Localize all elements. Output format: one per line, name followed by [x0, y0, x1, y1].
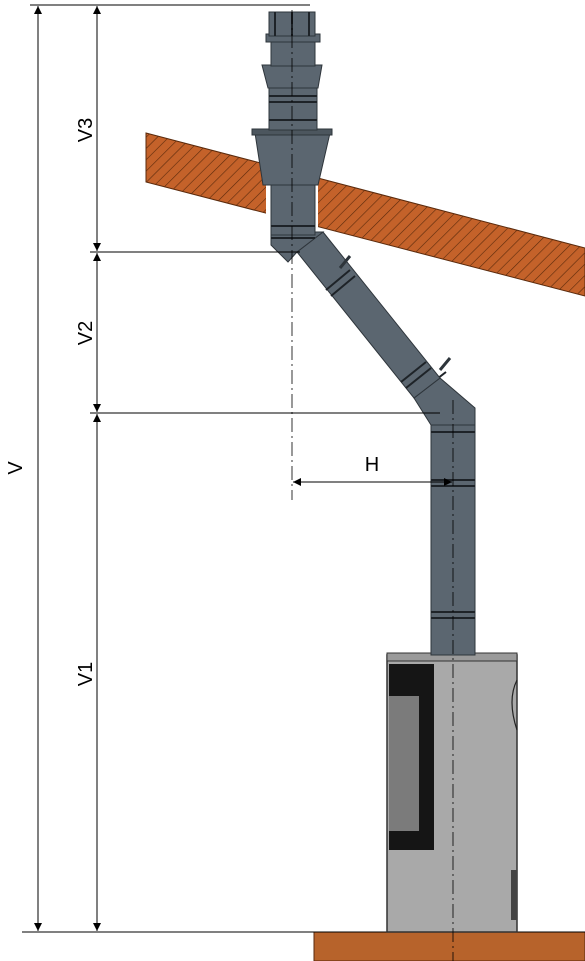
label-v2: V2	[75, 321, 97, 345]
stove	[386, 652, 518, 933]
label-h: H	[365, 454, 379, 476]
stove-vent-grill	[511, 870, 517, 920]
label-v3: V3	[75, 118, 97, 142]
roof-flashing-cone	[254, 132, 331, 186]
clamp-peg-lower	[438, 357, 452, 371]
diagonal-flue-pipe	[296, 231, 452, 399]
clamp-peg-upper	[338, 255, 352, 269]
label-v1: V1	[75, 662, 97, 686]
stove-handle-arc	[511, 679, 518, 731]
label-v: V	[5, 461, 27, 475]
stove-glass	[389, 696, 419, 831]
roof-slab	[145, 132, 585, 297]
floor-plate	[313, 931, 585, 961]
